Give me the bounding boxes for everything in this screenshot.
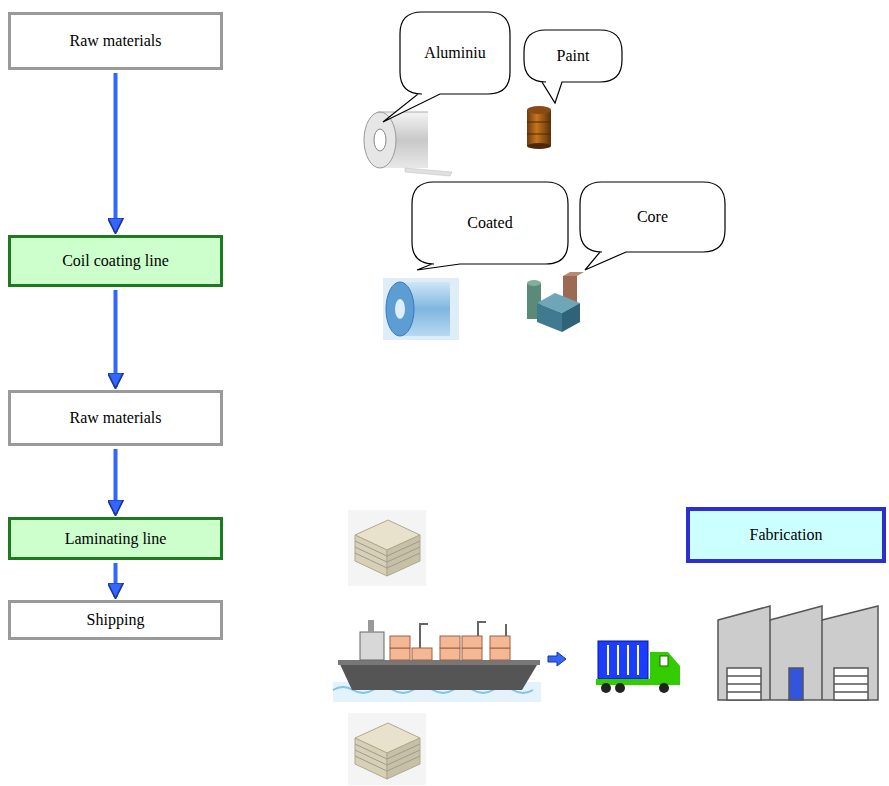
truck — [596, 641, 680, 693]
flow-arrow — [114, 290, 118, 387]
container-ship — [333, 620, 541, 702]
speech-bubble: Coated — [412, 182, 568, 264]
bubble-path — [580, 182, 725, 270]
panel-pallet — [348, 713, 426, 785]
fabrication-box: Fabrication — [686, 507, 886, 563]
transfer-arrow — [548, 652, 566, 666]
speech-bubble: Core — [580, 182, 725, 252]
step-box: Shipping — [8, 600, 223, 640]
flow-arrow — [114, 449, 118, 514]
box-label: Fabrication — [750, 525, 823, 544]
box-label: Laminating line — [65, 529, 167, 548]
bubble-text: Core — [637, 207, 668, 226]
speech-bubble: Aluminiu — [400, 12, 510, 94]
step-box: Raw materials — [8, 390, 223, 446]
panel-pallet — [348, 510, 426, 586]
bubble-text: Paint — [557, 46, 590, 65]
process-box: Laminating line — [8, 517, 223, 560]
flow-arrow — [114, 563, 118, 597]
bubble-text: Coated — [467, 213, 512, 232]
step-box: Raw materials — [8, 12, 223, 70]
factory — [718, 606, 878, 700]
flow-arrow — [114, 73, 118, 232]
bubble-path — [524, 30, 622, 103]
coated-coil — [383, 278, 459, 340]
box-label: Raw materials — [70, 31, 162, 50]
box-label: Raw materials — [70, 408, 162, 427]
aluminium-coil — [364, 112, 452, 176]
box-label: Coil coating line — [62, 251, 169, 270]
paint-drum — [527, 106, 551, 149]
speech-bubble: Paint — [524, 30, 622, 82]
bubble-path — [383, 12, 510, 122]
bubble-text: Aluminiu — [424, 43, 485, 62]
process-box: Coil coating line — [8, 235, 223, 287]
core-blocks — [527, 272, 584, 332]
bubble-path — [412, 182, 568, 270]
box-label: Shipping — [87, 610, 145, 629]
